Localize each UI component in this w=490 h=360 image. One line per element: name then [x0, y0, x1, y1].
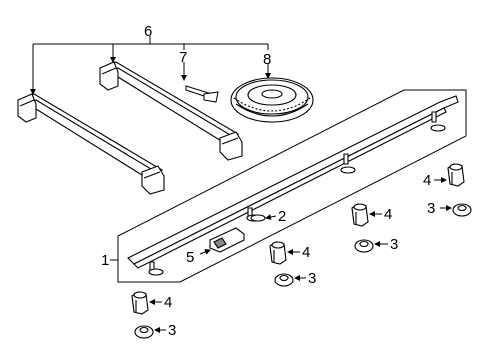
part-4-nut-b	[351, 203, 369, 227]
callout-1: 1	[101, 252, 109, 269]
callout-8: 8	[263, 51, 271, 68]
callout-2: 2	[278, 208, 286, 225]
part-3-nut-b	[354, 239, 374, 253]
callout-3c: 3	[308, 270, 316, 287]
part-4-nut-c	[269, 241, 287, 265]
crossbar-left	[17, 93, 165, 195]
callout-4c: 4	[302, 244, 310, 261]
part-4-nut-a	[447, 163, 465, 187]
crossbar-right	[99, 61, 243, 161]
callout-7: 7	[179, 49, 187, 66]
callout-3d: 3	[168, 322, 176, 339]
callout-5-leader	[199, 249, 211, 255]
roof-rail	[127, 95, 459, 276]
callout-4b: 4	[384, 206, 392, 223]
part-7-key	[185, 85, 219, 103]
callout-4a: 4	[423, 172, 431, 189]
callout-6: 6	[144, 23, 152, 40]
rail-panel-outline	[117, 89, 467, 283]
callout-3b: 3	[390, 236, 398, 253]
callout-3a: 3	[427, 200, 435, 217]
part-3-nut-c	[274, 273, 294, 287]
part-8-wheel	[230, 77, 314, 123]
part-5-bracket	[209, 227, 245, 253]
part-3-nut-d	[134, 325, 154, 339]
part-4-nut-d	[131, 291, 149, 315]
part-3-nut-a	[452, 203, 472, 217]
callout-4d: 4	[164, 294, 172, 311]
part-2-pad	[250, 214, 266, 222]
callout-2-leader	[265, 214, 277, 220]
bracket-6	[30, 36, 269, 95]
callout-5: 5	[186, 249, 194, 266]
